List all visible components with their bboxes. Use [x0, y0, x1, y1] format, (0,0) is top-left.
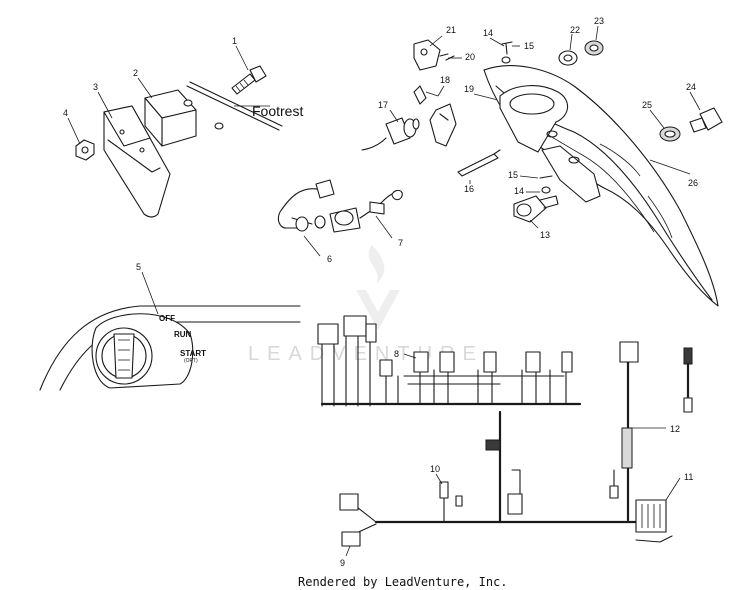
- callout-7: 7: [398, 238, 403, 248]
- small-parts: 17 18 21 20 19 16: [361, 25, 501, 194]
- connector-10: [439, 481, 463, 523]
- ignition-switch-detail: OFF RUN START (OPT) 5: [39, 262, 301, 391]
- fastener-parts-top: 14 15 22 23: [483, 16, 604, 66]
- callout-19: 19: [464, 84, 474, 94]
- callout-22: 22: [570, 25, 580, 35]
- fastener-parts-lower: 15 14 13: [508, 170, 559, 240]
- part-grip: [413, 85, 457, 147]
- connector-11: [635, 499, 673, 543]
- callout-2: 2: [133, 68, 138, 78]
- callout-21: 21: [446, 25, 456, 35]
- key-and-ring: 24 25: [642, 82, 723, 142]
- part-plug: [359, 189, 403, 219]
- part-socket: [361, 117, 420, 151]
- callout-23: 23: [594, 16, 604, 26]
- part-strip: [457, 149, 501, 177]
- footer-credit: Rendered by LeadVenture, Inc.: [298, 575, 508, 589]
- callout-26: 26: [688, 178, 698, 188]
- callout-24: 24: [686, 82, 696, 92]
- part-bracket: [413, 39, 455, 71]
- part-washer: [558, 50, 578, 66]
- callout-14-lower: 14: [514, 186, 524, 196]
- switch-label-opt: (OPT): [184, 358, 198, 364]
- callout-25: 25: [642, 100, 652, 110]
- callout-17: 17: [378, 100, 388, 110]
- callout-16: 16: [464, 184, 474, 194]
- part-ring: [659, 126, 681, 142]
- part-nut: [75, 139, 95, 161]
- loose-lead: [683, 347, 693, 413]
- callout-18: 18: [440, 75, 450, 85]
- key-icon: [689, 107, 723, 133]
- callout-3: 3: [93, 82, 98, 92]
- callout-5: 5: [136, 262, 141, 272]
- part-pad: [103, 105, 171, 218]
- part-switch-knob: [513, 195, 559, 223]
- footrest-assembly: 1 2 3 4 Footrest: [63, 36, 303, 218]
- leadventure-logo-icon: [356, 245, 400, 330]
- callout-15-lower: 15: [508, 170, 518, 180]
- hood-assembly: 26: [483, 65, 719, 307]
- main-harness: 9 10 11 12: [339, 341, 693, 568]
- part-nut-gear: [584, 40, 604, 56]
- callout-11: 11: [684, 472, 693, 482]
- callout-8: 8: [394, 349, 399, 359]
- wiring-harness-8: 8: [317, 315, 582, 407]
- callout-15-top: 15: [524, 41, 534, 51]
- callout-14-top: 14: [483, 28, 493, 38]
- ignition-key-knob-icon: [95, 327, 153, 385]
- part-block: [144, 89, 197, 147]
- switch-label-start: START: [180, 349, 206, 358]
- switch-label-run: RUN: [174, 330, 192, 339]
- connector-mid: [485, 439, 523, 515]
- connector-9: [339, 493, 361, 547]
- callout-4: 4: [63, 108, 68, 118]
- watermark: LEADVENTURE: [248, 245, 476, 365]
- part-switch-body: [295, 207, 361, 233]
- callout-10: 10: [430, 464, 440, 474]
- callout-12: 12: [670, 424, 680, 434]
- callout-6: 6: [327, 254, 332, 264]
- wire-12: [609, 341, 639, 499]
- callout-20: 20: [465, 52, 475, 62]
- footrest-label: Footrest: [252, 103, 303, 119]
- connector-block-8: [317, 315, 573, 377]
- key-switch-harness: 6 7: [277, 179, 403, 264]
- callout-9: 9: [340, 558, 345, 568]
- callout-1: 1: [232, 36, 237, 46]
- part-bolt: [231, 65, 267, 95]
- callout-13: 13: [540, 230, 550, 240]
- switch-label-off: OFF: [159, 314, 175, 323]
